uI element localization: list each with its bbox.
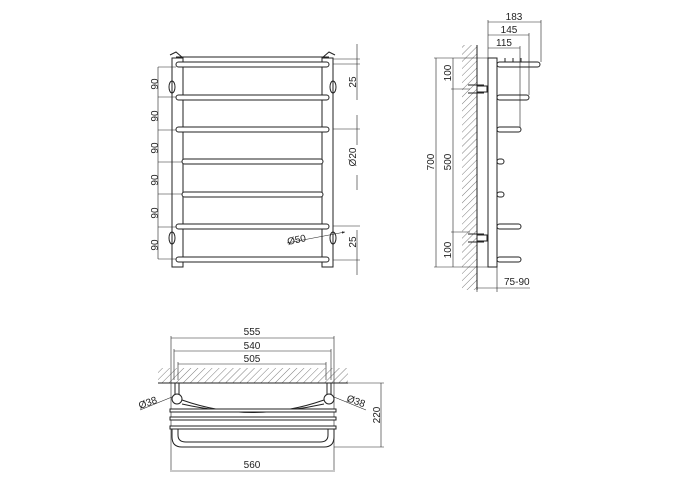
- left-collector-label: Ø38: [137, 395, 159, 412]
- wall-brackets: [468, 84, 488, 243]
- right-collector-circle: [323, 393, 335, 405]
- height-total-label: 700: [426, 153, 437, 170]
- wall-hatch-top: [158, 368, 348, 383]
- left-collector: [171, 57, 184, 268]
- width-outer-label: 555: [244, 327, 261, 338]
- front-view: 90 90 90 90 90 90 25 Ø20 25 Ø50: [150, 44, 360, 275]
- spacing-label: 90: [150, 142, 161, 154]
- bottom-mount-label: 100: [443, 241, 454, 258]
- depth-mid-label: 145: [501, 25, 518, 36]
- side-view: 183 145 115 700 500 100 100 75-90: [426, 12, 542, 292]
- collector-diameter-label: Ø50: [286, 233, 307, 248]
- top-view: 555 540 505 Ø38 Ø38 220 560: [137, 327, 384, 472]
- bottom-bar-loop: [171, 429, 335, 448]
- width-mount-label: 505: [244, 354, 261, 365]
- mount-spacing-label: 500: [443, 153, 454, 170]
- spacing-label: 90: [150, 207, 161, 219]
- width-total-label: 560: [244, 460, 261, 471]
- right-collector: [321, 57, 334, 268]
- top-offset-label: 25: [348, 76, 359, 88]
- right-collector-label: Ø38: [345, 393, 367, 410]
- left-collector-circle: [171, 393, 183, 405]
- side-collector: [487, 57, 498, 268]
- width-mid-label: 540: [244, 341, 261, 352]
- top-mount-label: 100: [443, 64, 454, 81]
- depth-label: 220: [372, 406, 383, 423]
- depth-total-label: 183: [506, 12, 523, 23]
- tube-diameter-label: Ø20: [348, 147, 359, 166]
- spacing-label: 90: [150, 110, 161, 122]
- towel-bars: [175, 61, 330, 263]
- depth-short-label: 115: [496, 38, 512, 49]
- top-bracket: [169, 51, 336, 59]
- spacing-label: 90: [150, 174, 161, 186]
- spacing-label: 90: [150, 239, 161, 251]
- side-bars: [496, 58, 541, 263]
- spacing-label: 90: [150, 78, 161, 90]
- wall-distance-label: 75-90: [504, 277, 530, 288]
- wall-hatch: [462, 45, 477, 290]
- bottom-offset-label: 25: [348, 236, 359, 248]
